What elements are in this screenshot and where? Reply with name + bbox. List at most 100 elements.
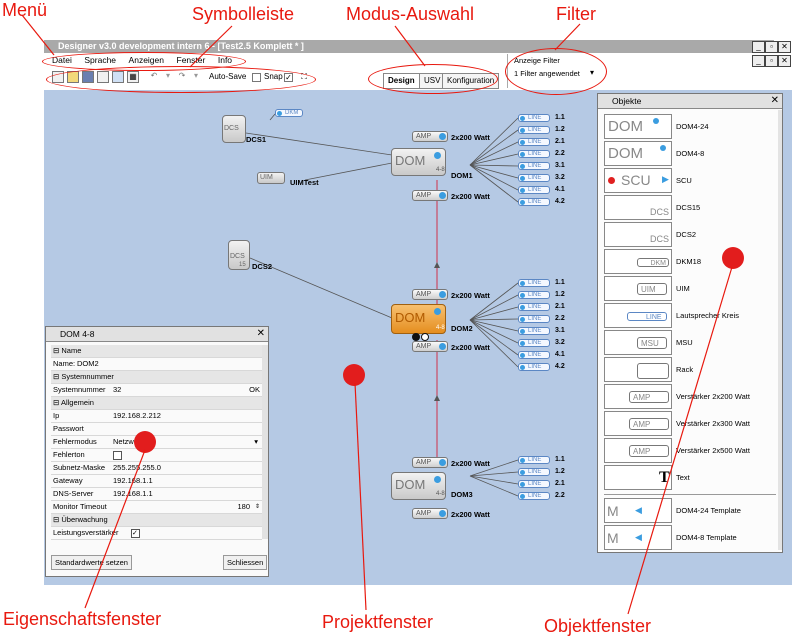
objects-close-icon[interactable]: ✕ <box>770 95 779 106</box>
dom3-amp-bottom[interactable]: AMP <box>412 508 448 519</box>
uim-device[interactable]: UIM <box>257 172 285 184</box>
spinner-icon[interactable]: ⇕ <box>254 504 260 510</box>
dom2-line-2-1[interactable]: LINE <box>518 303 550 311</box>
dom1-line-3-2[interactable]: LINE <box>518 174 550 182</box>
dom1-line-1-1-label: 1.1 <box>555 114 565 121</box>
dom2-line-1-1[interactable]: LINE <box>518 279 550 287</box>
dom1-line-2-1[interactable]: LINE <box>518 138 550 146</box>
dom2-line-1-2[interactable]: LINE <box>518 291 550 299</box>
child-restore-icon[interactable]: ▫ <box>765 55 778 67</box>
dom1-line-2-2[interactable]: LINE <box>518 150 550 158</box>
dom1-line-3-1[interactable]: LINE <box>518 162 550 170</box>
dom1-line-3-1-label: 3.1 <box>555 162 565 169</box>
restore-icon[interactable]: ▫ <box>765 41 778 53</box>
close-button[interactable]: Schliessen <box>223 555 268 570</box>
objects-title: Objekte <box>612 96 642 106</box>
chevron-down-icon[interactable]: ▾ <box>254 437 258 446</box>
defaults-button[interactable]: Standardwerte setzen <box>51 555 132 570</box>
section-ueberwachung[interactable]: ⊟ Überwachung <box>51 514 262 527</box>
dom2-amp-bottom[interactable]: AMP <box>412 341 448 352</box>
section-allgemein[interactable]: ⊟ Allgemein <box>51 397 262 410</box>
window-title: Designer v3.0 development intern 6 - [Te… <box>58 41 304 51</box>
dcs1-label: DCS1 <box>246 135 267 144</box>
section-systemnummer[interactable]: ⊟ Systemnummer <box>51 371 262 384</box>
dom2-line-2-2[interactable]: LINE <box>518 315 550 323</box>
dom1-line-4-2[interactable]: LINE <box>518 198 550 206</box>
prop-row-name[interactable]: Name:DOM2 <box>51 358 262 371</box>
dom3-amp-top-text: 2x200 Watt <box>451 459 490 468</box>
dom1-line-3-2-label: 3.2 <box>555 174 565 181</box>
dom2-line-4-1[interactable]: LINE <box>518 351 550 359</box>
minimize-icon[interactable]: _ <box>752 41 765 53</box>
properties-scrollbar[interactable] <box>262 345 268 539</box>
dcs1-device[interactable]: DCS <box>222 115 246 143</box>
dom3-amp-top[interactable]: AMP <box>412 457 448 468</box>
dom1-line-4-1[interactable]: LINE <box>518 186 550 194</box>
dom3-line-1-2[interactable]: LINE <box>518 468 550 476</box>
child-minimize-icon[interactable]: _ <box>752 55 765 67</box>
dom2-line-1-2-label: 1.2 <box>555 291 565 298</box>
systemnummer-ok-button[interactable]: OK <box>249 385 260 394</box>
prop-row-leistungsverstaerker[interactable]: Leistungsverstärker✓ <box>51 527 262 540</box>
objects-scrollbar[interactable] <box>778 110 782 550</box>
prop-row-passwort[interactable]: Passwort <box>51 423 262 436</box>
dom2-line-3-1-label: 3.1 <box>555 327 565 334</box>
object-dom4-24-template[interactable]: M◀DOM4-24 Template <box>604 498 774 523</box>
object-dom4-8-template[interactable]: M◀DOM4-8 Template <box>604 525 774 550</box>
dom3-line-2-2[interactable]: LINE <box>518 492 550 500</box>
dom1-line-1-1[interactable]: LINE <box>518 114 550 122</box>
dcs1-dkm-badge[interactable]: DKM <box>275 109 303 117</box>
link-icon <box>412 333 420 341</box>
dcs2-device[interactable]: DCS 15 <box>228 240 250 270</box>
callout-mode: Modus-Auswahl <box>346 4 475 24</box>
properties-close-icon[interactable]: ✕ <box>256 328 265 339</box>
dom1-device[interactable]: DOM 4-8 <box>391 148 446 176</box>
object-rack[interactable]: Rack <box>604 357 774 382</box>
child-close-icon[interactable]: ✕ <box>778 55 791 67</box>
dom2-line-3-2[interactable]: LINE <box>518 339 550 347</box>
dom2-line-4-2[interactable]: LINE <box>518 363 550 371</box>
leistungsverstaerker-checkbox[interactable]: ✓ <box>131 529 140 538</box>
dom2-amp-top-text: 2x200 Watt <box>451 291 490 300</box>
dom1-line-1-2[interactable]: LINE <box>518 126 550 134</box>
close-icon[interactable]: ✕ <box>778 41 791 53</box>
marker-project <box>343 364 365 386</box>
dcs2-label: DCS2 <box>252 262 273 271</box>
highlight-mode <box>368 64 498 94</box>
section-name[interactable]: ⊟ Name <box>51 345 262 358</box>
dom3-device[interactable]: DOM 4-8 <box>391 472 446 500</box>
dom1-amp-top[interactable]: AMP <box>412 131 448 142</box>
dom2-device-selected[interactable]: DOM 4-8 <box>391 304 446 334</box>
fehlerton-checkbox[interactable] <box>113 451 122 460</box>
dom1-line-2-1-label: 2.1 <box>555 138 565 145</box>
marker-objects <box>722 247 744 269</box>
dom3-line-2-1[interactable]: LINE <box>518 480 550 488</box>
prop-row-fehlerton[interactable]: Fehlerton <box>51 449 262 462</box>
dom2-label: DOM2 <box>451 324 473 333</box>
callout-toolbar: Symbolleiste <box>192 4 295 24</box>
dom1-amp-bottom[interactable]: AMP <box>412 190 448 201</box>
dom2-amp-top[interactable]: AMP <box>412 289 448 300</box>
object-scu[interactable]: SCU▶SCU <box>604 168 774 193</box>
dom2-line-3-1[interactable]: LINE <box>518 327 550 335</box>
dom3-line-1-1[interactable]: LINE <box>518 456 550 464</box>
